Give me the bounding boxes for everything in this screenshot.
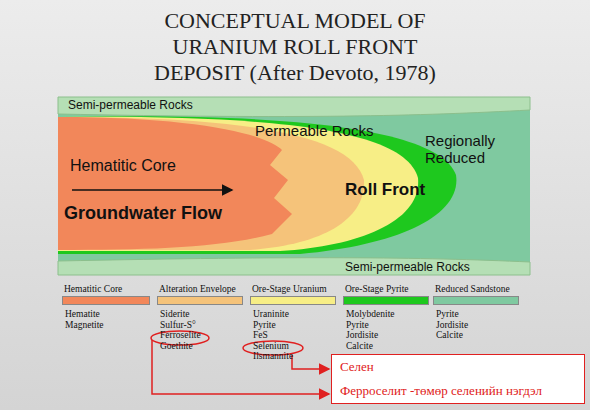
diagram-label: Permeable Rocks <box>255 122 373 139</box>
leader-line <box>152 340 329 394</box>
mineral-name: Jordisite <box>346 330 378 340</box>
diagram-label: Semi-permeable Rocks <box>345 260 470 274</box>
mineral-name: Hematite <box>65 309 100 319</box>
legend-swatch <box>157 296 243 305</box>
semi-permeable-top <box>58 97 530 117</box>
mineral-name: Goethite <box>160 341 193 351</box>
mineral-name: Pyrite <box>436 309 459 319</box>
legend-text: Alteration Envelope <box>159 284 236 294</box>
semi-permeable-bottom <box>58 258 530 275</box>
mineral-name: Ilsmannite <box>253 351 293 361</box>
diagram-label: Hematitic Core <box>70 157 176 175</box>
mineral-name: Selenium <box>253 341 289 351</box>
mineral-name: Siderite <box>160 309 190 319</box>
mineral-name: Magnetite <box>65 320 104 330</box>
reduced-sandstone <box>58 97 530 275</box>
diagram-label: Regionally Reduced <box>425 132 530 166</box>
callout-text: Ферроселит -төмөр селенийн нэгдэл <box>340 383 576 399</box>
diagram-label: Semi-permeable Rocks <box>68 98 193 112</box>
callout-text: Селен <box>340 359 576 375</box>
mineral-name: FeS <box>253 330 268 340</box>
leader-line <box>292 355 329 369</box>
ore-stage-pyrite <box>58 116 456 254</box>
mineral-name: Sulfur-S° <box>160 320 196 330</box>
mineral-name: Calcite <box>346 341 373 351</box>
mineral-name: Jordisite <box>436 320 468 330</box>
legend-text: Reduced Sandstone <box>435 284 510 294</box>
legend-text: Ore-Stage Pyrite <box>345 284 409 294</box>
diagram-label: Roll Front <box>345 180 425 200</box>
legend-text: Ore-Stage Uranium <box>252 284 327 294</box>
callout-box: СеленФерроселит -төмөр селенийн нэгдэл <box>331 354 585 404</box>
mineral-name: Ferroselite <box>160 330 201 340</box>
flow-arrow <box>72 189 232 191</box>
diagram-label: Groundwater Flow <box>64 203 222 224</box>
mineral-name: Uraninite <box>253 309 289 319</box>
mineral-name: Molybdenite <box>346 309 395 319</box>
mineral-name: Calcite <box>436 330 463 340</box>
legend-swatch <box>343 296 429 305</box>
mineral-name: Pyrite <box>346 320 369 330</box>
legend-text: Hematitic Core <box>64 284 122 294</box>
legend-swatch <box>433 296 519 305</box>
legend-swatch <box>62 296 150 305</box>
diagram-title: CONCEPTUAL MODEL OF URANIUM ROLL FRONT D… <box>85 8 505 86</box>
mineral-name: Pyrite <box>253 320 276 330</box>
legend-swatch <box>250 296 336 305</box>
